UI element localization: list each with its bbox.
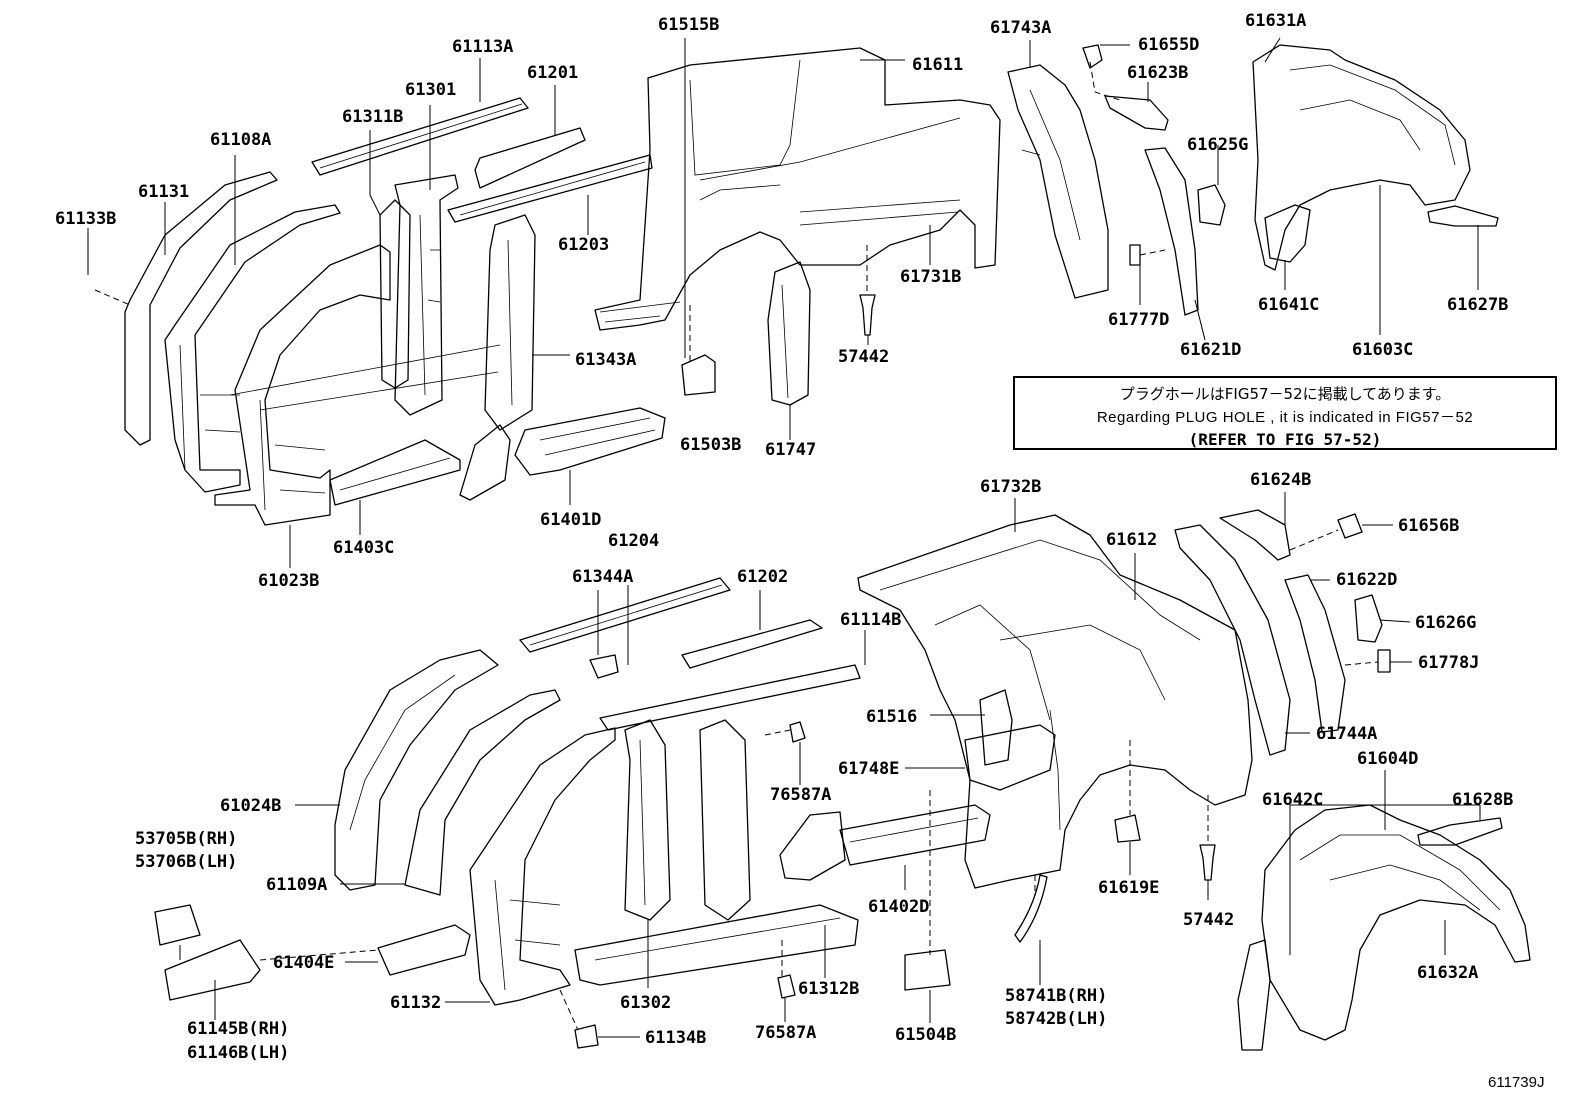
upper-left-panel-group	[124, 97, 666, 526]
label-61343A: 61343A	[575, 350, 636, 370]
label-57442-lower: 57442	[1183, 910, 1234, 930]
label-61131: 61131	[138, 182, 189, 202]
label-76587A-upper: 76587A	[770, 785, 831, 805]
label-61622D: 61622D	[1336, 570, 1397, 590]
label-61732B: 61732B	[980, 477, 1041, 497]
label-57442-upper: 57442	[838, 347, 889, 367]
label-61631A: 61631A	[1245, 11, 1306, 31]
label-61404E: 61404E	[273, 953, 334, 973]
label-61113A: 61113A	[452, 37, 513, 57]
label-61621D: 61621D	[1180, 340, 1241, 360]
label-61744A: 61744A	[1316, 724, 1377, 744]
label-61503B: 61503B	[680, 435, 741, 455]
label-61748E: 61748E	[838, 759, 899, 779]
label-61311B: 61311B	[342, 107, 403, 127]
note-english: Regarding PLUG HOLE , it is indicated in…	[1096, 409, 1474, 426]
label-61627B: 61627B	[1447, 295, 1508, 315]
label-61146B-lh: 61146B(LH)	[187, 1043, 289, 1063]
note-reference: (REFER TO FIG 57-52)	[1188, 430, 1382, 449]
label-61655D: 61655D	[1138, 35, 1199, 55]
label-76587A-lower: 76587A	[755, 1023, 816, 1043]
label-61777D: 61777D	[1108, 310, 1169, 330]
label-61656B: 61656B	[1398, 516, 1459, 536]
label-61603C: 61603C	[1352, 340, 1413, 360]
label-61401D: 61401D	[540, 510, 601, 530]
label-61312B: 61312B	[798, 979, 859, 999]
label-61402D: 61402D	[868, 897, 929, 917]
label-61302: 61302	[620, 993, 671, 1013]
label-61344A: 61344A	[572, 567, 633, 587]
label-53705B-rh: 53705B(RH)	[135, 829, 237, 849]
label-61632A: 61632A	[1417, 963, 1478, 983]
label-61301: 61301	[405, 80, 456, 100]
label-61743A: 61743A	[990, 18, 1051, 38]
label-61611: 61611	[912, 55, 963, 75]
label-61628B: 61628B	[1452, 790, 1513, 810]
label-58742B-lh: 58742B(LH)	[1005, 1009, 1107, 1029]
label-61108A: 61108A	[210, 130, 271, 150]
drawing-code: 611739J	[1488, 1074, 1545, 1091]
upper-right-panel-group	[1007, 44, 1499, 316]
upper-center-panel-group	[594, 47, 1001, 406]
label-61023B: 61023B	[258, 571, 319, 591]
leader-lines	[87, 37, 1481, 1038]
label-61134B: 61134B	[645, 1028, 706, 1048]
note-japanese: プラグホールはFIG57－52に掲載してあります。	[1119, 385, 1451, 403]
label-61625G: 61625G	[1187, 135, 1248, 155]
label-53706B-lh: 53706B(LH)	[135, 852, 237, 872]
label-61515B: 61515B	[658, 15, 719, 35]
label-61145B-rh: 61145B(RH)	[187, 1019, 289, 1039]
label-61133B: 61133B	[55, 209, 116, 229]
label-61626G: 61626G	[1415, 613, 1476, 633]
label-61201: 61201	[527, 63, 578, 83]
label-61403C: 61403C	[333, 538, 394, 558]
label-61604D: 61604D	[1357, 749, 1418, 769]
lower-left-panel-group	[154, 577, 861, 1049]
label-61642C: 61642C	[1262, 790, 1323, 810]
label-61778J: 61778J	[1418, 653, 1479, 673]
label-61114B: 61114B	[840, 610, 901, 630]
label-61204: 61204	[608, 531, 659, 551]
label-61203: 61203	[558, 235, 609, 255]
label-61747: 61747	[765, 440, 816, 460]
label-61202: 61202	[737, 567, 788, 587]
label-61024B: 61024B	[220, 796, 281, 816]
label-61641C: 61641C	[1258, 295, 1319, 315]
label-61504B: 61504B	[895, 1025, 956, 1045]
label-61132: 61132	[390, 993, 441, 1013]
part-labels: 61133B 61131 61108A 61311B 61301 61113A …	[55, 11, 1513, 1063]
label-58741B-rh: 58741B(RH)	[1005, 986, 1107, 1006]
label-61731B: 61731B	[900, 267, 961, 287]
label-61612: 61612	[1106, 530, 1157, 550]
label-61623B: 61623B	[1127, 63, 1188, 83]
label-61619E: 61619E	[1098, 878, 1159, 898]
label-61516: 61516	[866, 707, 917, 727]
label-61109A: 61109A	[266, 875, 327, 895]
lower-right-panel-group	[839, 509, 1531, 1051]
plug-hole-note: プラグホールはFIG57－52に掲載してあります。 Regarding PLUG…	[1013, 376, 1557, 450]
label-61624B: 61624B	[1250, 470, 1311, 490]
